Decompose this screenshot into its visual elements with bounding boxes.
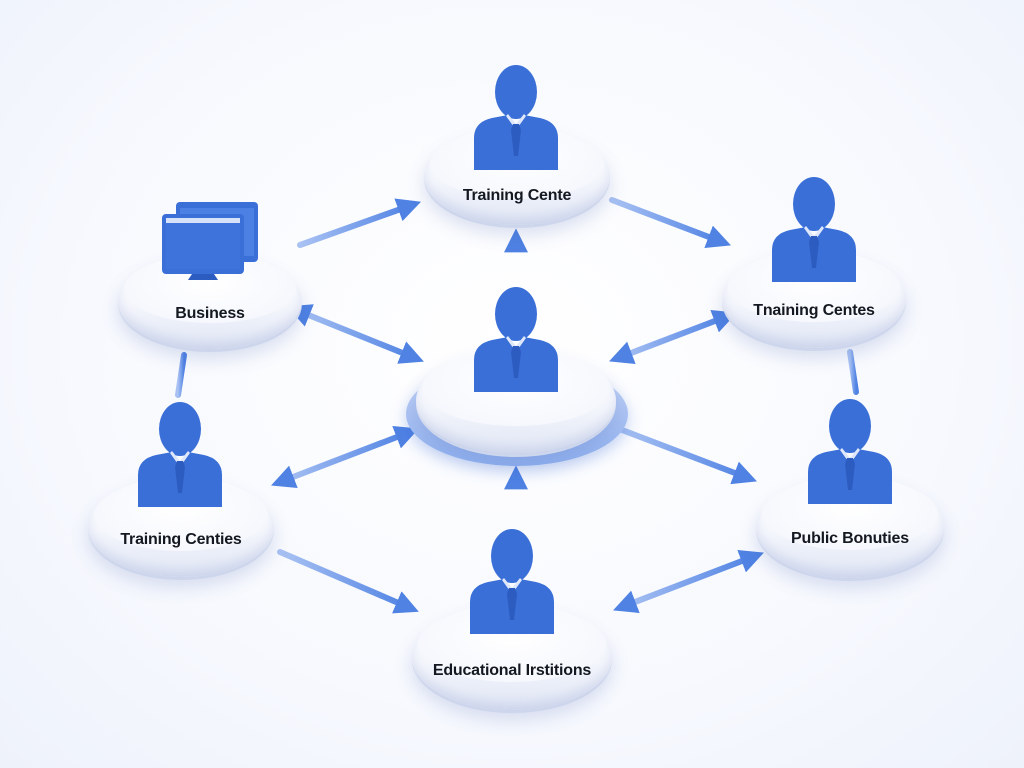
node-center[interactable] [402,282,632,467]
node-label: Educational Irstitions [432,662,592,679]
node-label: Business [175,305,245,322]
node-business[interactable]: Business [118,195,302,350]
person-icon [474,287,558,392]
node-label: Tnaining Centes [753,302,875,319]
node-label: Training Centies [120,531,242,548]
arrow-center-to-right-lower [619,427,757,485]
node-label: Public Bonuties [791,530,909,547]
node-right-upper[interactable]: Tnaining Centes [722,170,906,350]
person-icon [808,399,892,504]
node-bottom[interactable]: Educational Irstitions [412,522,612,712]
node-left-lower[interactable]: Training Centies [88,395,274,580]
node-label: Training Cente [462,187,572,204]
arrow-right-upper-center [609,309,737,365]
arrow-left-lower-to-bottom [277,549,419,614]
node-right-lower[interactable]: Public Bonuties [756,392,944,580]
person-icon [772,177,856,282]
arrow-right-lower-bottom [613,549,764,614]
link-right-upper-right-lower [847,349,859,395]
arrow-top-to-right-upper [609,197,731,249]
arrow-left-lower-center [271,425,419,489]
link-business-left-lower [175,352,187,398]
person-icon [138,402,222,507]
monitor-icon [162,202,258,280]
person-icon [470,529,554,634]
person-icon [474,65,558,170]
arrow-business-to-top [297,198,422,248]
node-top[interactable]: Training Cente [424,55,610,225]
arrow-business-center [287,304,424,364]
